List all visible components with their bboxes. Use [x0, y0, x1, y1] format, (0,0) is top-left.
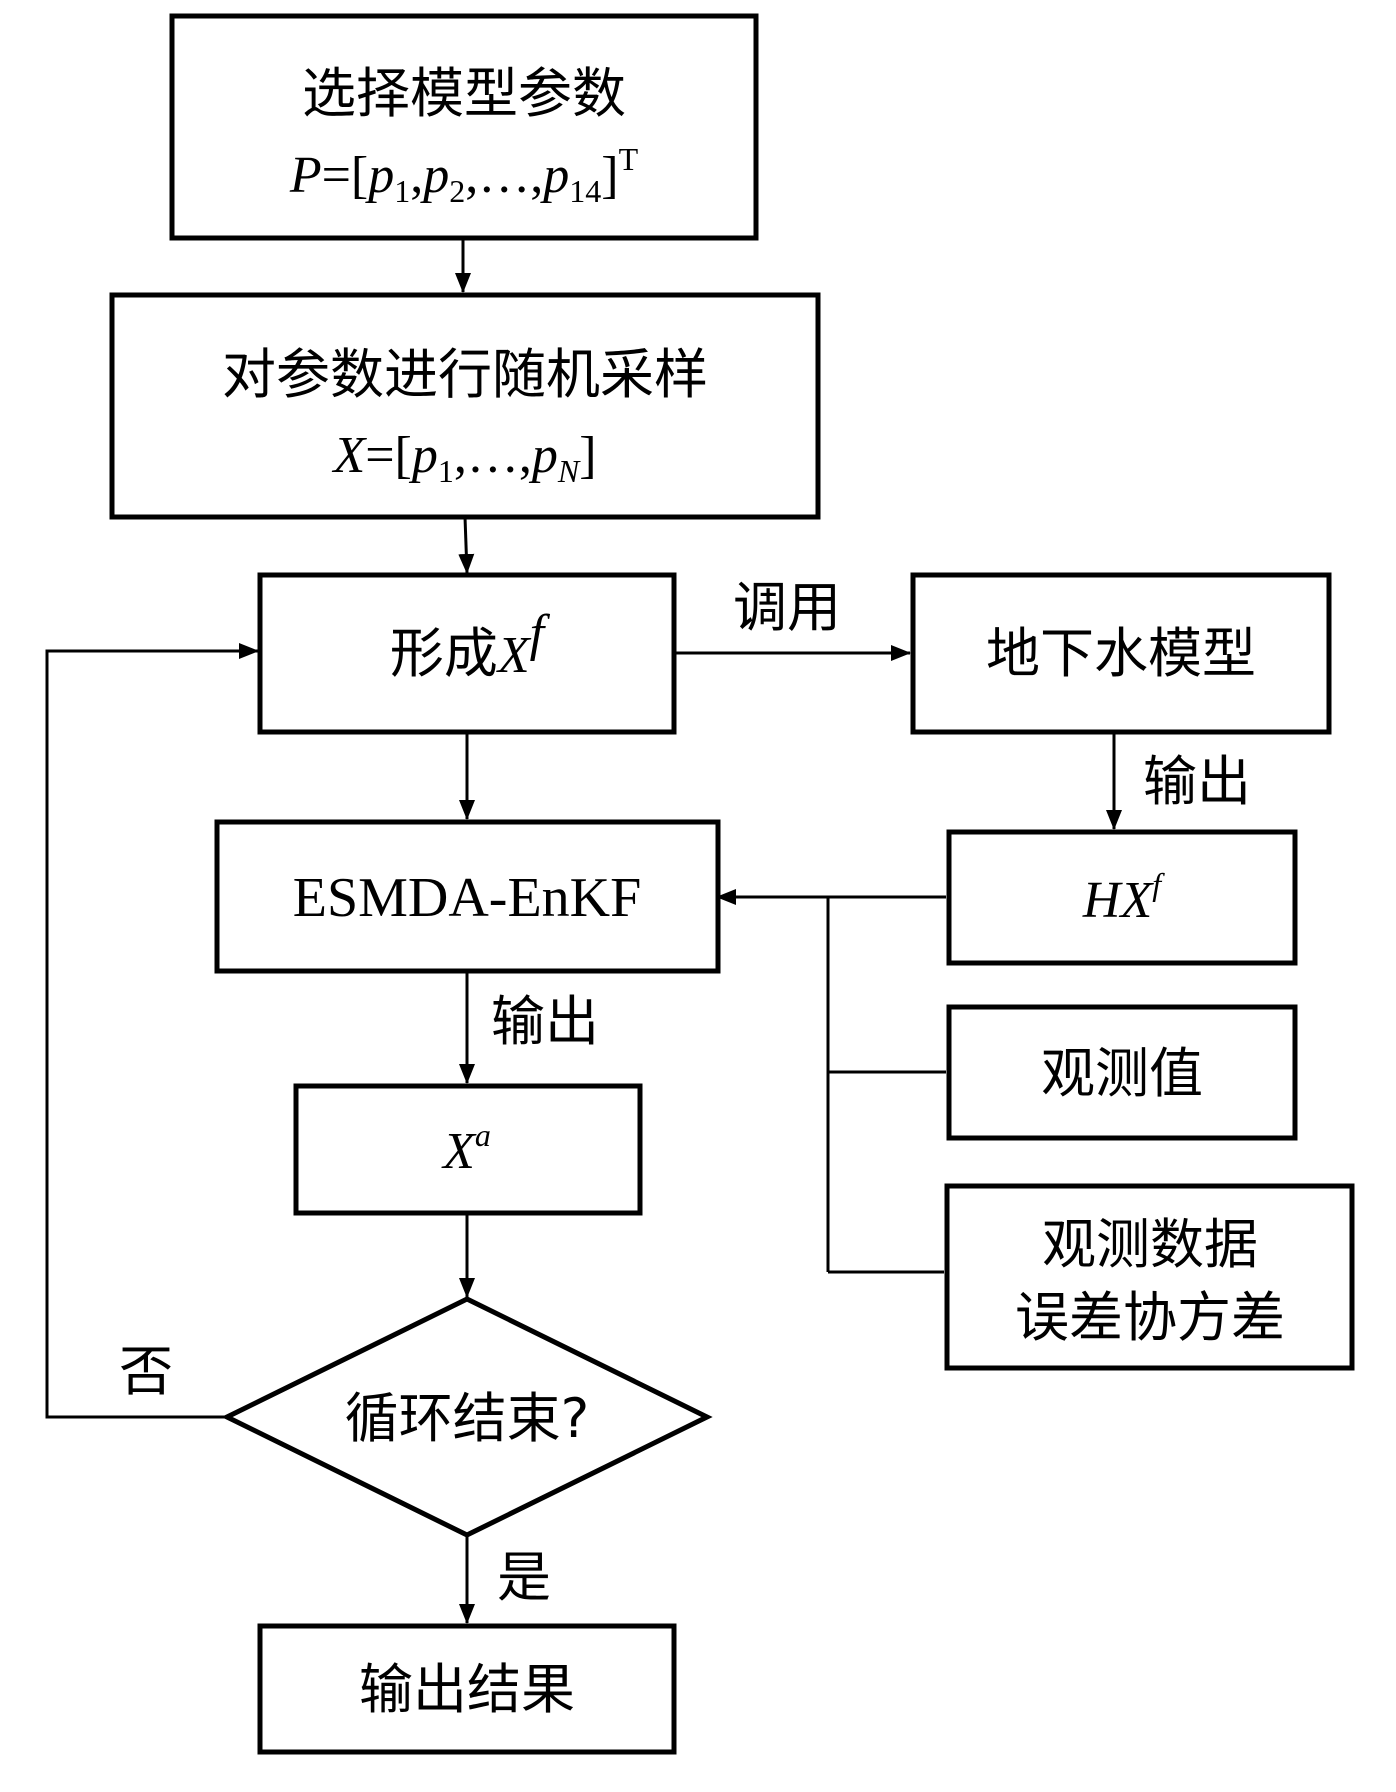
form-xf-label: 形成Xf: [390, 605, 551, 685]
esmda-label: ESMDA-EnKF: [293, 867, 641, 929]
xa-box: [293, 1083, 643, 1216]
obs-label: 观测值: [1041, 1042, 1203, 1105]
loop-decision-label: 循环结束?: [345, 1387, 590, 1450]
select-params-title: 选择模型参数: [302, 62, 626, 125]
obs-box: [946, 1004, 1298, 1141]
obs-cov-line1: 观测数据: [1042, 1213, 1258, 1276]
sampling-title: 对参数进行随机采样: [222, 343, 708, 406]
result-box: [257, 1623, 677, 1755]
obs-cov-line2: 误差协方差: [1015, 1286, 1285, 1349]
result-label: 输出结果: [359, 1658, 575, 1721]
edge-label-yes: 是: [497, 1546, 551, 1609]
edge-label-output-esmda: 输出: [491, 990, 599, 1053]
connectors: [45, 238, 1122, 1624]
select-params-formula: P=[p1,p2,…,p14]T: [289, 141, 639, 209]
groundwater-model-label: 地下水模型: [986, 622, 1256, 685]
edge-label-no: 否: [119, 1340, 173, 1403]
select-params-box: [169, 13, 759, 241]
xa-label: Xa: [441, 1117, 491, 1180]
hxf-box: [946, 829, 1298, 966]
edge-label-output-model: 输出: [1143, 750, 1251, 813]
loop-decision-diamond: [221, 1296, 713, 1538]
sampling-formula: X=[p1,…,pN]: [331, 427, 596, 489]
obs-cov-box: [944, 1183, 1355, 1371]
esmda-box: [214, 819, 721, 974]
sampling-box: [109, 292, 821, 520]
form-xf-box: [257, 572, 677, 735]
groundwater-model-box: [910, 572, 1332, 735]
arrow-sampling-to-form: [458, 516, 475, 574]
edge-label-call: 调用: [733, 576, 841, 639]
arrow-loop-back: [45, 643, 259, 1419]
